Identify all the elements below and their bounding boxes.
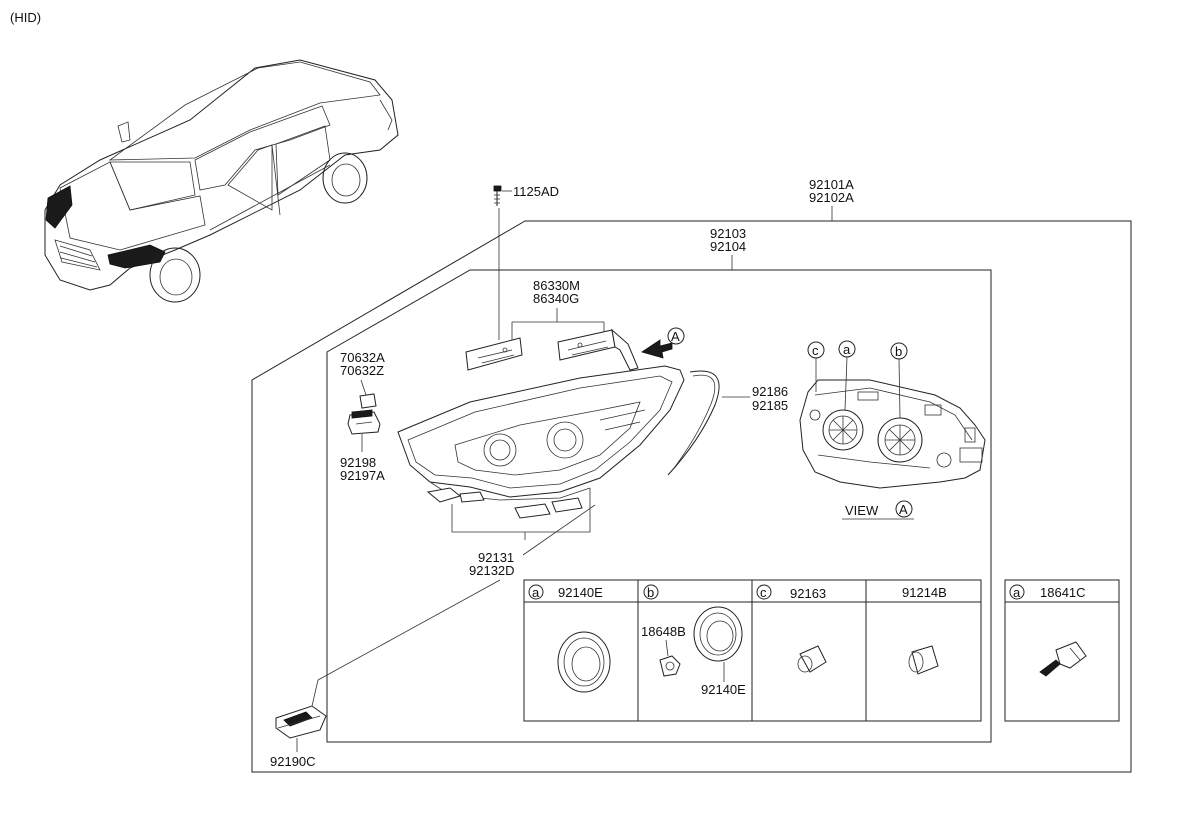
label-92104: 92104 — [710, 239, 746, 254]
label-86330M: 86330M — [533, 278, 580, 293]
label-92131: 92131 — [478, 550, 514, 565]
hid-bulb-part — [1039, 641, 1087, 677]
variant-label: (HID) — [10, 10, 41, 25]
label-70632A: 70632A — [340, 350, 385, 365]
clip-part — [359, 393, 377, 409]
outer-assembly-frame — [251, 220, 1132, 773]
table-part-92140E-b: 92140E — [701, 682, 746, 697]
view-label: VIEW — [845, 503, 879, 518]
headlamp-rear-view — [799, 379, 986, 489]
label-92102A: 92102A — [809, 190, 854, 205]
label-92190C: 92190C — [270, 754, 316, 769]
bracket-left — [465, 337, 523, 371]
inner-housing-frame — [326, 269, 992, 743]
arrow-letter: A — [671, 329, 680, 344]
label-92186: 92186 — [752, 384, 788, 399]
label-92101A: 92101A — [809, 177, 854, 192]
extra-part-18641C: 18641C — [1040, 585, 1086, 600]
bracket-right — [557, 328, 639, 371]
marker-a: a — [843, 342, 851, 357]
table-part-92163: 92163 — [790, 586, 826, 601]
trim-strip — [667, 370, 720, 476]
label-70632Z: 70632Z — [340, 363, 384, 378]
label-92185: 92185 — [752, 398, 788, 413]
bulb-part — [659, 655, 681, 677]
view-a-arrow: A — [641, 327, 685, 359]
marker-b: b — [895, 344, 902, 359]
bolt-part — [493, 185, 512, 340]
label-92198: 92198 — [340, 455, 376, 470]
connector-part — [347, 409, 381, 435]
marker-c: c — [812, 343, 819, 358]
cap-part — [908, 645, 939, 675]
car-illustration — [44, 59, 399, 303]
table-part-91214B: 91214B — [902, 585, 947, 600]
seal-ring-part — [557, 631, 611, 693]
extra-parts-table: a 18641C — [1004, 579, 1120, 722]
headlamp-assembly — [397, 365, 685, 519]
label-92132D: 92132D — [469, 563, 515, 578]
label-92197A: 92197A — [340, 468, 385, 483]
parts-table: a 92140E b 18648B 92140E c 92163 — [523, 579, 982, 722]
label-1125AD: 1125AD — [513, 184, 559, 199]
socket-part — [797, 645, 827, 673]
table-mark-b: b — [647, 585, 654, 600]
table-part-92140E: 92140E — [558, 585, 603, 600]
view-letter: A — [899, 502, 908, 517]
seal-ring-part-b — [693, 606, 743, 662]
table-mark-a: a — [532, 585, 540, 600]
ballast-part — [275, 705, 327, 739]
table-part-18648B: 18648B — [641, 624, 686, 639]
label-92103: 92103 — [710, 226, 746, 241]
label-86340G: 86340G — [533, 291, 579, 306]
extra-mark-a: a — [1013, 585, 1021, 600]
table-mark-c: c — [760, 585, 767, 600]
